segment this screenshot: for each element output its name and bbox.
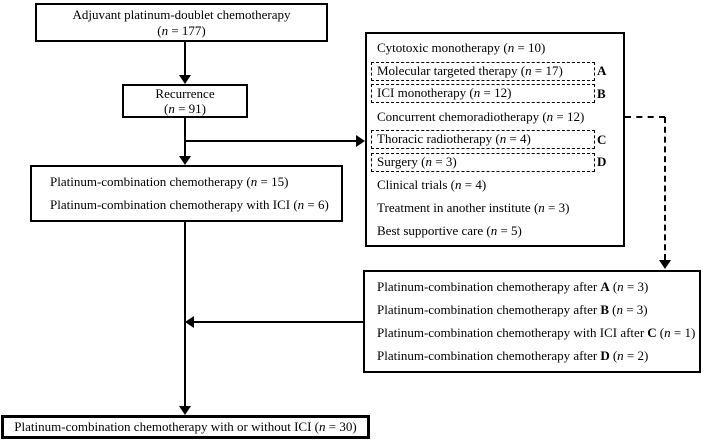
after-n-count: (n = 3) — [612, 302, 648, 317]
connector-adjuvant-to-recurrence-line — [184, 41, 186, 76]
after-label-pre: Platinum-combination chemotherapy after — [377, 302, 598, 317]
connector-branch-to-treatments-line — [184, 140, 356, 142]
treatment-item: Cytotoxic monotherapy (n = 10) — [367, 37, 623, 60]
after-label-pre: Platinum-combination chemotherapy after — [377, 348, 598, 363]
recurrence-n-count: (n = 91) — [163, 101, 206, 116]
treatment-item: Best supportive care (n = 5) — [367, 219, 623, 242]
tag-letter-c: C — [597, 131, 607, 147]
connector-platinum-to-final-line — [184, 221, 186, 407]
dashed-connector-arrowhead — [659, 260, 671, 269]
dashed-connector-horizontal — [625, 116, 665, 118]
after-n-count: (n = 2) — [612, 348, 649, 363]
treatment-label-dashed-outline: Surgery (n = 3) — [371, 152, 595, 172]
treatment-item: Treatment in another institute (n = 3) — [367, 196, 623, 219]
after-n-count: (n = 1) — [659, 325, 696, 340]
recurrence-title: Recurrence — [155, 86, 215, 101]
treatment-label-dashed-outline: Thoracic radiotherapy (n = 4) — [371, 130, 595, 150]
connector-recurrence-to-platinum-arrowhead — [179, 156, 191, 165]
tag-letter-b: B — [597, 85, 606, 101]
connector-branch-to-treatments-arrowhead — [356, 135, 365, 147]
box-platinum-combination: Platinum-combination chemotherapy (n = 1… — [30, 165, 343, 222]
after-label-pre: Platinum-combination chemotherapy with I… — [377, 325, 645, 340]
treatment-item: Molecular targeted therapy (n = 17) A — [367, 60, 623, 83]
after-letter: A — [600, 279, 610, 294]
box-post-recurrence-treatments: Cytotoxic monotherapy (n = 10) Molecular… — [365, 32, 625, 247]
platinum-line-1: Platinum-combination chemotherapy (n = 1… — [50, 174, 289, 189]
treatment-item: Clinical trials (n = 4) — [367, 174, 623, 197]
box-final-outcome: Platinum-combination chemotherapy with o… — [1, 415, 370, 439]
after-letter: C — [647, 325, 657, 340]
connector-after-to-mainline-line — [193, 321, 363, 323]
treatment-label: Treatment in another institute (n = 3) — [377, 199, 570, 215]
platinum-line-2: Platinum-combination chemotherapy with I… — [50, 197, 329, 212]
treatment-label-dashed-outline: ICI monotherapy (n = 12) — [371, 84, 595, 104]
treatment-label-dashed-outline: Molecular targeted therapy (n = 17) — [371, 61, 595, 81]
treatment-label: Clinical trials (n = 4) — [377, 177, 487, 193]
adjuvant-n-count: (n = 177) — [157, 22, 206, 38]
treatment-item: Surgery (n = 3) D — [367, 151, 623, 174]
connector-platinum-to-final-arrowhead — [179, 406, 191, 415]
box-adjuvant-chemotherapy: Adjuvant platinum-doublet chemotherapy (… — [35, 3, 328, 42]
tag-letter-a: A — [597, 63, 607, 79]
box-recurrence: Recurrence (n = 91) — [122, 84, 248, 118]
treatment-item: Concurrent chemoradiotherapy (n = 12) — [367, 105, 623, 128]
after-item: Platinum-combination chemotherapy with I… — [377, 325, 699, 341]
treatment-label: Cytotoxic monotherapy (n = 10) — [377, 40, 546, 56]
treatment-label: Best supportive care (n = 5) — [377, 222, 522, 238]
treatment-item: ICI monotherapy (n = 12) B — [367, 83, 623, 106]
after-label-pre: Platinum-combination chemotherapy after — [377, 279, 598, 294]
after-letter: B — [600, 302, 609, 317]
treatment-label: Concurrent chemoradiotherapy (n = 12) — [377, 108, 585, 124]
treatment-item: Thoracic radiotherapy (n = 4) C — [367, 128, 623, 151]
connector-adjuvant-to-recurrence-arrowhead — [179, 75, 191, 84]
connector-recurrence-to-platinum-line — [184, 118, 186, 157]
connector-after-to-mainline-arrowhead — [185, 316, 194, 328]
after-n-count: (n = 3) — [612, 279, 649, 294]
dashed-connector-vertical — [664, 117, 666, 260]
tag-letter-d: D — [597, 154, 607, 170]
adjuvant-title: Adjuvant platinum-doublet chemotherapy — [72, 6, 291, 22]
after-letter: D — [600, 348, 610, 363]
final-label: Platinum-combination chemotherapy with o… — [14, 419, 357, 434]
